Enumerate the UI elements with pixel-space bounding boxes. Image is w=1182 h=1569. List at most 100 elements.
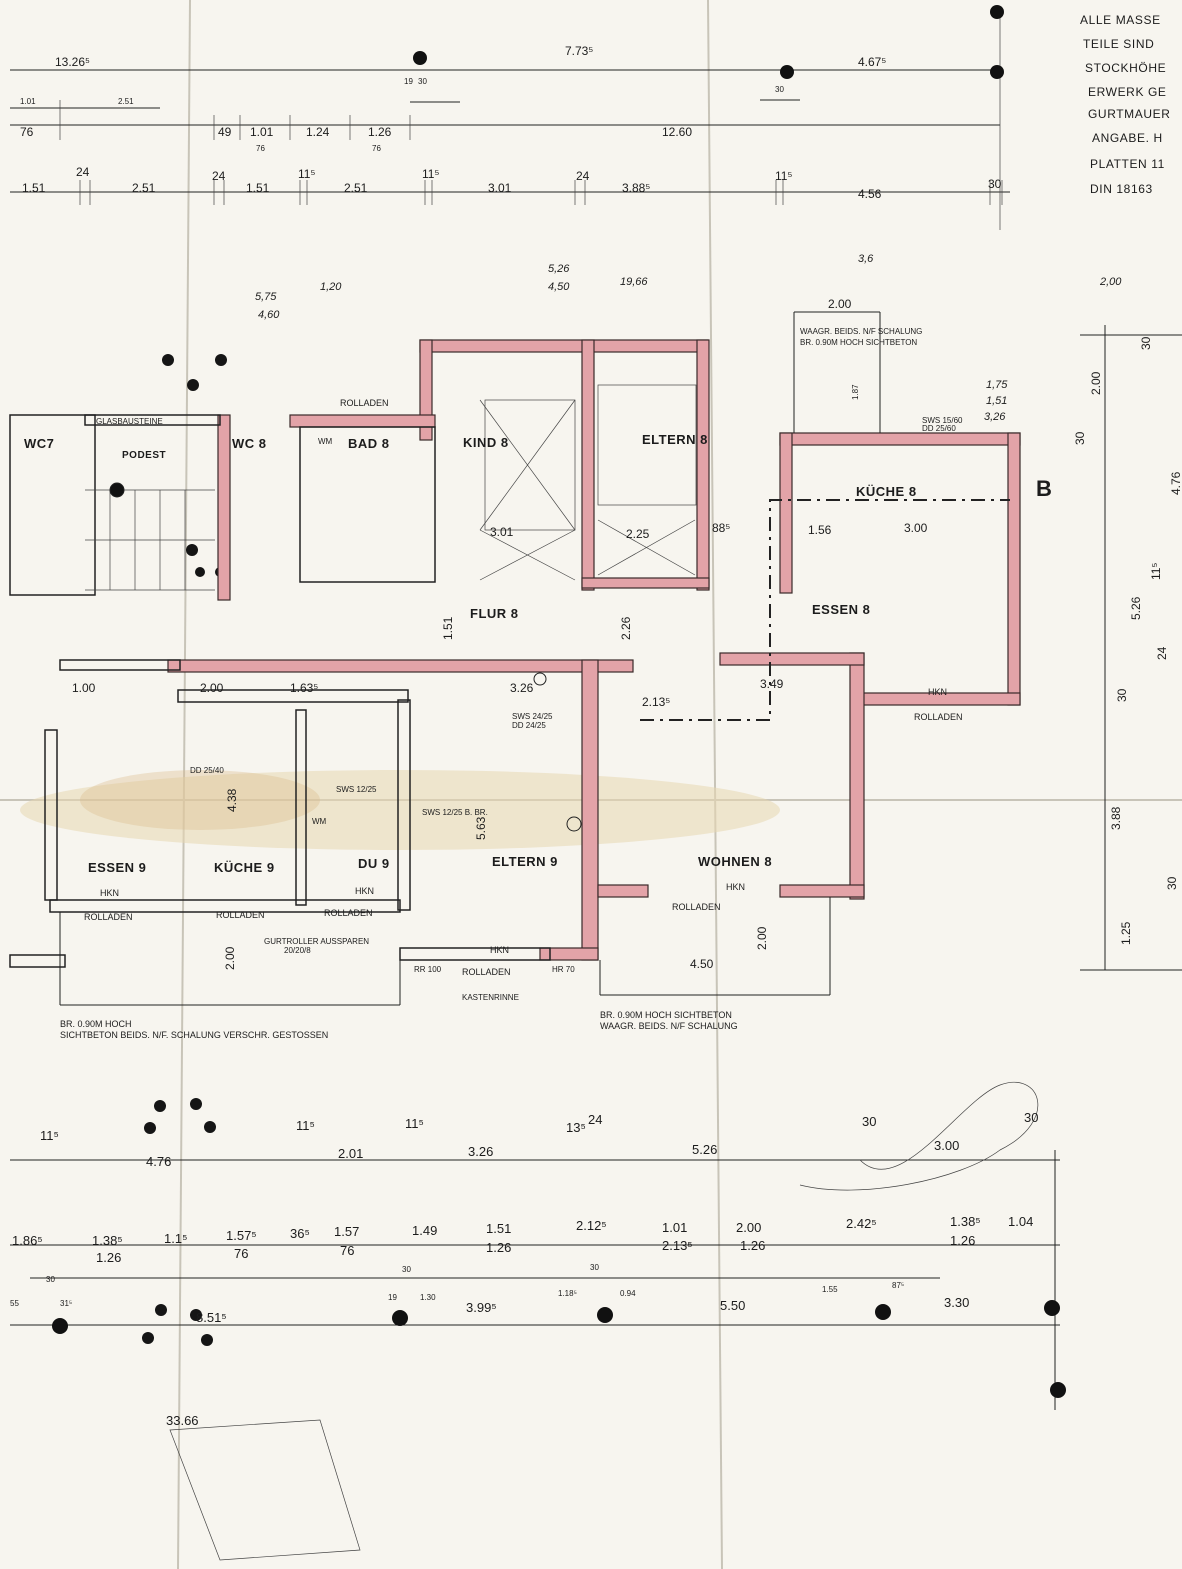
dim-2-00-flur: 2.00: [200, 681, 224, 695]
top-dim-4-56: 4.56: [858, 187, 882, 201]
bottom-dimension-lines: 11⁵ 4.76 11⁵ 2.01 11⁵ 3.26 13⁵ 24 5.26 3…: [10, 1082, 1066, 1561]
dim-3-49: 3.49: [760, 677, 784, 691]
bdim-19: 19: [388, 1293, 397, 1302]
label-hkn-du9: HKN: [355, 886, 374, 896]
dim-1-51-flur: 1.51: [441, 616, 455, 640]
rdim-5-26: 5.26: [1129, 596, 1143, 620]
reference-markers: [109, 482, 582, 832]
bdim-3-26: 3.26: [468, 1144, 493, 1159]
bdim-4-76: 4.76: [146, 1154, 171, 1169]
hand-note-9: 1,51: [986, 395, 1007, 407]
bdim-8-51: 8.51⁵: [196, 1310, 227, 1325]
bdim-30-a: 30: [862, 1114, 876, 1129]
walls: [167, 339, 1021, 961]
plan-annotations: GLASBAUSTEINE ROLLADEN ROLLADEN ROLLADEN…: [72, 297, 963, 1002]
bdim-sub-1-26-b: 1.26: [486, 1240, 511, 1255]
top-dim-49: 49: [218, 125, 232, 139]
bdim-1-38-a: 1.38⁵: [92, 1233, 123, 1248]
bdim-1-30: 1.30: [420, 1293, 436, 1302]
room-bad8: BAD 8: [348, 436, 390, 451]
room-du9: DU 9: [358, 856, 390, 871]
label-br-top: BR. 0.90M HOCH SICHTBETON: [800, 338, 917, 347]
top-dim-24-b: 24: [212, 169, 226, 183]
top-dim-3-88: 3.88⁵: [622, 181, 650, 195]
dim-2-13: 2.13⁵: [642, 695, 670, 709]
label-dd-kueche: DD 25/60: [922, 424, 956, 433]
note-waagr-right: WAAGR. BEIDS. N/F SCHALUNG: [600, 1021, 738, 1031]
label-hkn-wohnen: HKN: [726, 882, 745, 892]
general-notes: ALLE MASSE TEILE SIND STOCKHÖHE ERWERK G…: [1080, 13, 1170, 196]
note-line-1: ALLE MASSE: [1080, 13, 1161, 27]
top-dim-11-b: 11⁵: [422, 167, 439, 181]
bdim-33-66: 33.66: [166, 1413, 199, 1428]
bdim-0-94: 0.94: [620, 1289, 636, 1298]
top-dim-30-b: 30: [775, 85, 784, 94]
hand-note-4: 1,20: [320, 281, 342, 293]
bdim-30-e: 30: [590, 1263, 599, 1272]
hand-note-10: 3,26: [984, 411, 1006, 423]
label-rolladen-eltern9: ROLLADEN: [462, 967, 511, 977]
hand-note-11: 2,00: [1099, 276, 1122, 288]
label-hkn-essen9: HKN: [100, 888, 119, 898]
room-eltern8: ELTERN 8: [642, 432, 708, 447]
bdim-2-01: 2.01: [338, 1146, 363, 1161]
top-dim-30-a: 30: [418, 77, 427, 86]
top-dim-3-01: 3.01: [488, 181, 512, 195]
dim-3-01-kind: 3.01: [490, 525, 514, 539]
hand-note-7: 19,66: [620, 276, 648, 288]
dim-1-63: 1.63⁵: [290, 681, 318, 695]
room-kueche8: KÜCHE 8: [856, 484, 917, 499]
rdim-24: 24: [1155, 646, 1169, 660]
bdim-sub-2-13: 2.13⁵: [662, 1238, 693, 1253]
top-dim-2-51-small: 2.51: [118, 97, 134, 106]
hand-note-3: 3,6: [858, 253, 874, 265]
bdim-55: 55: [10, 1299, 19, 1308]
dim-2-00-wohnen: 2.00: [755, 926, 769, 950]
bdim-30-d: 30: [402, 1265, 411, 1274]
top-dim-1-51: 1.51: [22, 181, 46, 195]
bdim-3-99: 3.99⁵: [466, 1300, 497, 1315]
room-essen8: ESSEN 8: [812, 602, 870, 617]
bdim-87: 87⁵: [892, 1281, 904, 1290]
top-dim-30-c: 30: [988, 177, 1002, 191]
dim-3-26-flur: 3.26: [510, 681, 534, 695]
dim-1-87: 1.87: [851, 384, 860, 400]
note-line-2: TEILE SIND: [1083, 37, 1154, 51]
label-hkn-eltern9: HKN: [490, 945, 509, 955]
top-dimension-lines: 13.26⁵ 7.73⁵ 4.67⁵ 1.01 2.51 19 30 30 76…: [10, 5, 1010, 230]
room-kueche9: KÜCHE 9: [214, 860, 275, 875]
bdim-1-1: 1.1⁵: [164, 1231, 187, 1246]
hand-note-6: 4,50: [548, 281, 570, 293]
bdim-2-42: 2.42⁵: [846, 1216, 877, 1231]
top-dim-11-a: 11⁵: [298, 167, 315, 181]
rdim-2-00: 2.00: [1089, 371, 1103, 395]
top-dim-24-a: 24: [76, 165, 90, 179]
label-rolladen-top: ROLLADEN: [340, 398, 389, 408]
rdim-11: 11⁵: [1149, 563, 1163, 580]
note-line-8: DIN 18163: [1090, 182, 1153, 196]
label-glasbausteine: GLASBAUSTEINE: [96, 417, 163, 426]
label-rolladen-wohnen: ROLLADEN: [672, 902, 721, 912]
dim-4-38: 4.38: [225, 788, 239, 812]
dim-88-5: 88⁵: [712, 521, 730, 535]
top-dim-76-sub-b: 76: [372, 144, 381, 153]
top-dim-11-c: 11⁵: [775, 169, 792, 183]
note-line-6: ANGABE. H: [1092, 131, 1163, 145]
rdim-1-25: 1.25: [1119, 921, 1133, 945]
label-rolladen-kueche: ROLLADEN: [914, 712, 963, 722]
top-dim-19: 19: [404, 77, 413, 86]
room-essen9: ESSEN 9: [88, 860, 146, 875]
dim-2-25: 2.25: [626, 527, 650, 541]
bdim-1-04: 1.04: [1008, 1214, 1033, 1229]
bdim-2-00: 2.00: [736, 1220, 761, 1235]
label-rolladen-essen9: ROLLADEN: [84, 912, 133, 922]
room-wohnen8: WOHNEN 8: [698, 854, 772, 869]
bdim-2-12: 2.12⁵: [576, 1218, 607, 1233]
top-dim-1-01-b: 1.01: [250, 125, 274, 139]
label-wm-bottom: WM: [312, 817, 327, 826]
rdim-4-76: 4.76: [1169, 471, 1182, 495]
top-dim-24-c: 24: [576, 169, 590, 183]
bdim-sub-1-26-d: 1.26: [950, 1233, 975, 1248]
dim-5-63: 5.63: [474, 816, 488, 840]
label-hkn-kueche: HKN: [928, 687, 947, 697]
